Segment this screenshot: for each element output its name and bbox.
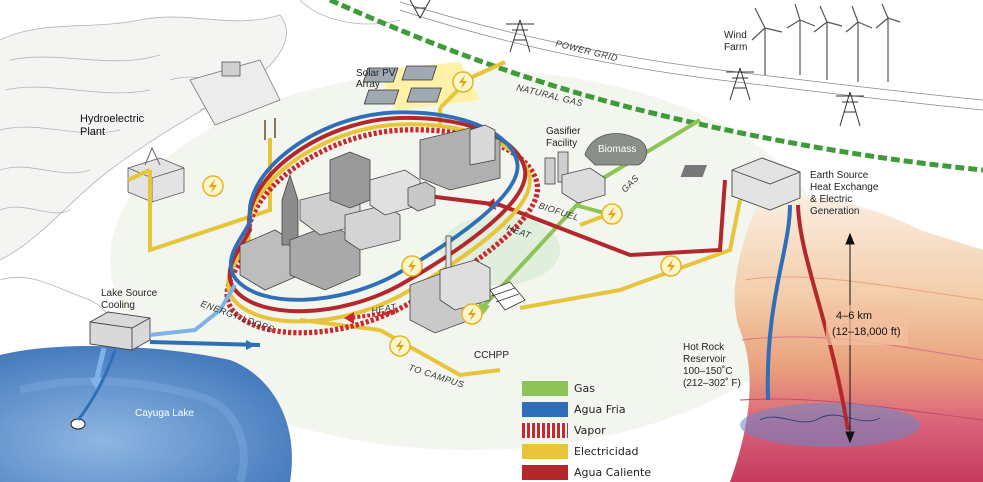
- label-earth-4: Generation: [810, 206, 859, 217]
- label-cchpp: CCHPP: [474, 350, 509, 361]
- wind-turbine-icon: [751, 3, 901, 82]
- label-wind-2: Farm: [724, 42, 747, 53]
- label-solar-1: Solar PV: [356, 68, 396, 79]
- label-wind-1: Wind: [724, 30, 747, 41]
- label-solar-2: Array: [356, 79, 380, 90]
- label-rock-4: (212–302˚ F): [683, 377, 741, 389]
- cayuga-lake: [0, 345, 292, 482]
- label-gasifier-2: Facility: [546, 138, 577, 149]
- legend-item-vapor: Vapor: [522, 420, 692, 441]
- label-depth-1: 4–6 km: [836, 310, 872, 322]
- legend-label: Agua Caliente: [574, 466, 652, 479]
- legend-swatch-vapor: [522, 423, 568, 438]
- hot-water-loop: [227, 115, 528, 314]
- electricity-loop: [226, 122, 532, 324]
- legend-label: Electricidad: [574, 445, 639, 458]
- label-rock-3: 100–150˚C: [683, 365, 732, 377]
- label-earth-3: & Electric: [810, 194, 852, 205]
- grid-wire-1: [399, 1, 983, 101]
- label-hydro-2: Plant: [80, 126, 105, 138]
- heat-return-line: [349, 310, 396, 320]
- lake-intake-pipe: [93, 347, 107, 383]
- steam-loop: [224, 127, 540, 336]
- legend-item-agua-caliente: Agua Caliente: [522, 462, 692, 482]
- label-depth-2: (12–18,000 ft): [832, 326, 901, 338]
- earth-source-building: [680, 157, 801, 211]
- power-pole: [264, 118, 276, 140]
- grid-wire-2: [399, 9, 983, 111]
- lake-source-cooling-building: [89, 311, 151, 351]
- label-cayuga-lake: Cayuga Lake: [135, 408, 194, 419]
- legend-swatch-agua-caliente: [522, 465, 568, 480]
- label-earth-1: Earth Source: [810, 170, 869, 181]
- solar-pv-array: [362, 62, 480, 110]
- label-rock-1: Hot Rock: [683, 342, 725, 353]
- label-heat-lower: HEAT: [371, 302, 399, 316]
- label-gasifier-1: Gasifier: [546, 126, 581, 137]
- legend: Gas Agua Fria Vapor Electricidad Agua Ca…: [522, 378, 692, 482]
- legend-item-agua-fria: Agua Fria: [522, 399, 692, 420]
- lightning-bolt-icon: [202, 175, 224, 197]
- geo-hot-pipe: [796, 204, 850, 431]
- lightning-bolt-icon: [601, 203, 623, 225]
- legend-swatch-agua-fria: [522, 402, 568, 417]
- label-lake-cooling-1: Lake Source: [101, 288, 158, 299]
- gasifier-facility: [544, 151, 606, 204]
- legend-label: Gas: [574, 382, 595, 395]
- lightning-bolt-icon: [452, 71, 474, 93]
- label-lake-cooling-2: Cooling: [101, 300, 135, 311]
- dam: [189, 59, 281, 126]
- legend-label: Agua Fria: [574, 403, 626, 416]
- label-biomass: Biomass: [598, 144, 636, 155]
- cold-water-loop: [228, 110, 520, 302]
- legend-label: Vapor: [574, 424, 606, 437]
- hot-water-line: [419, 179, 727, 258]
- lightning-bolt-icon: [389, 335, 411, 357]
- label-hydro-1: Hydroelectric: [80, 113, 145, 125]
- lightning-bolt-icon: [401, 255, 423, 277]
- legend-item-electricidad: Electricidad: [522, 441, 692, 462]
- lake-cooling-supply: [149, 283, 237, 337]
- lightning-bolt-icon: [461, 303, 483, 325]
- legend-swatch-electricidad: [522, 444, 568, 459]
- power-grid-boundary: [328, 0, 983, 173]
- lightning-bolt-icon: [660, 255, 682, 277]
- label-rock-2: Reservoir: [683, 354, 726, 365]
- label-earth-2: Heat Exchange: [810, 182, 879, 193]
- legend-swatch-gas: [522, 381, 568, 396]
- campus-buildings: [239, 124, 501, 291]
- legend-item-gas: Gas: [522, 378, 692, 399]
- biomass-pile: [584, 133, 648, 166]
- depth-label-bg: [826, 305, 908, 345]
- geo-cold-pipe: [765, 204, 792, 401]
- transmission-tower-icon: [409, 0, 864, 127]
